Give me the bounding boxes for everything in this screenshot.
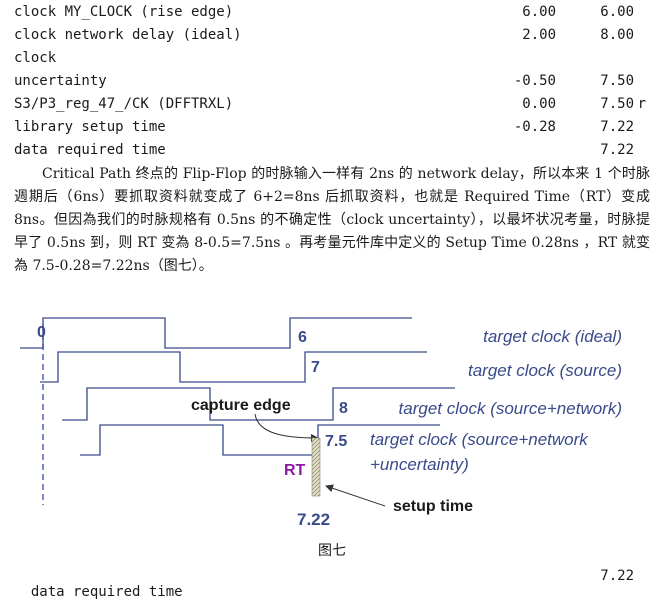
capture-edge-label: capture edge <box>191 397 291 414</box>
row-incr: 0.00 <box>522 96 556 112</box>
row-path: 7.50 <box>600 73 634 89</box>
setup-time-label: setup time <box>393 498 473 515</box>
wave-name-ideal: target clock (ideal) <box>483 327 622 346</box>
wave-ideal <box>20 317 412 349</box>
figure-caption: 图七 <box>318 543 346 559</box>
timing-diagram: 0 6 target clock (ideal) 7 target clock … <box>20 317 622 529</box>
row-label: library setup time <box>14 119 166 135</box>
capture-edge-arrow <box>254 413 319 442</box>
row-label: uncertainty <box>14 73 107 89</box>
result-7-22: 7.22 <box>297 510 330 529</box>
row-incr: 6.00 <box>522 4 556 20</box>
row-incr: -0.50 <box>513 73 556 89</box>
report-row: clock <box>14 50 654 72</box>
row-incr: -0.28 <box>513 119 556 135</box>
body-paragraph: Critical Path 终点的 Flip-Flop 的时脉输入一样有 2ns… <box>14 166 650 274</box>
row-label: S3/P3_reg_47_/CK (DFFTRXL) <box>14 96 234 112</box>
row-path: 7.22 <box>600 142 634 158</box>
edge-label-6: 6 <box>298 329 307 346</box>
setup-time-arrow <box>325 484 386 507</box>
wave-name-source: target clock (source) <box>468 361 622 380</box>
wave-name-uncertainty-line2: +uncertainty) <box>370 455 469 474</box>
report-row: clock MY_CLOCK (rise edge) 6.00 6.00 <box>14 4 654 26</box>
row-flag: r <box>637 96 646 112</box>
row-label: clock MY_CLOCK (rise edge) <box>14 4 234 20</box>
footer-row: data required time 7.22 <box>14 568 654 600</box>
row-path: 6.00 <box>600 4 634 20</box>
footer-label: data required time <box>30 584 183 600</box>
wave-uncertainty <box>80 424 440 456</box>
rt-label: RT <box>284 462 306 479</box>
row-path: 7.50 <box>600 96 634 112</box>
report-row: data required time 7.22 <box>14 142 654 164</box>
wave-name-source-network: target clock (source+network) <box>399 399 622 418</box>
wave-source <box>40 351 427 383</box>
wave-name-uncertainty-line1: target clock (source+network <box>370 430 589 449</box>
row-label: data required time <box>14 142 166 158</box>
report-row: library setup time -0.28 7.22 <box>14 119 654 141</box>
edge-label-7: 7 <box>311 359 320 376</box>
report-row: S3/P3_reg_47_/CK (DFFTRXL) 0.00 7.50 r <box>14 96 654 118</box>
footer-value: 7.22 <box>600 568 634 584</box>
row-label: clock <box>14 50 57 66</box>
report-row: uncertainty -0.50 7.50 <box>14 73 654 95</box>
row-path: 8.00 <box>600 27 634 43</box>
setup-time-region <box>311 437 321 497</box>
edge-label-8: 8 <box>339 400 348 417</box>
row-label: clock network delay (ideal) <box>14 27 242 43</box>
row-incr: 2.00 <box>522 27 556 43</box>
edge-label-0: 0 <box>37 324 46 341</box>
wave-source-network <box>62 387 455 421</box>
row-path: 7.22 <box>600 119 634 135</box>
edge-label-7-5: 7.5 <box>325 433 347 450</box>
report-row: clock network delay (ideal) 2.00 8.00 <box>14 27 654 49</box>
